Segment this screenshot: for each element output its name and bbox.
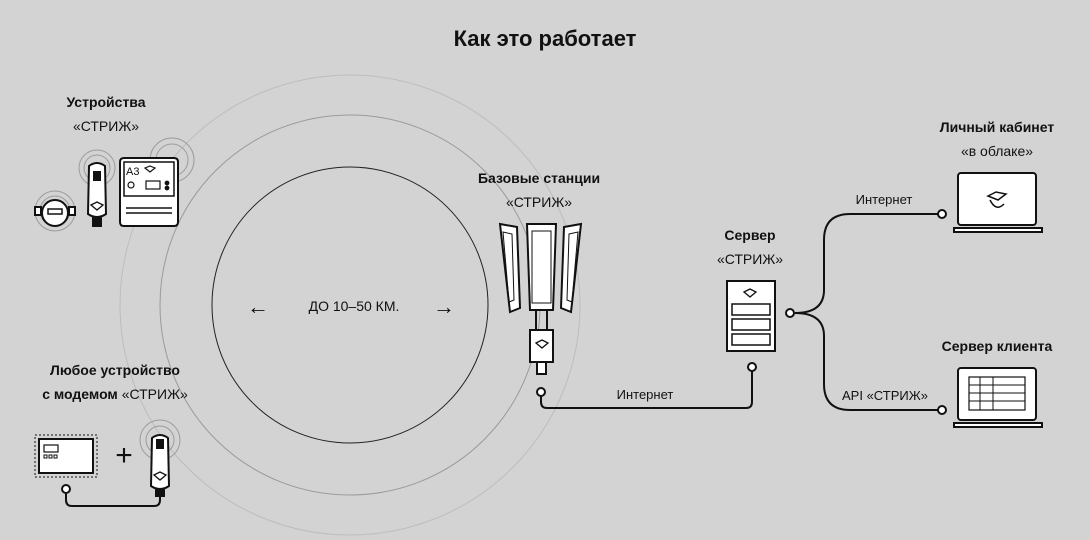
electric-meter-icon: [119, 137, 195, 227]
devices-subtitle: «СТРИЖ»: [72, 118, 140, 134]
page-title: Как это работает: [453, 26, 637, 51]
server-title: Сервер: [724, 227, 776, 243]
sensor-device-icon: [78, 149, 116, 227]
devices-title: Устройства: [66, 94, 146, 110]
modem-connection-line: [65, 489, 161, 507]
modem-icon: [139, 419, 181, 497]
internet-label-1: Интернет: [616, 387, 674, 402]
api-label: API «СТРИЖ»: [842, 388, 928, 403]
left-arrow-icon: ←: [247, 294, 269, 319]
right-arrow-icon: →: [433, 294, 455, 319]
modem-subtitle-brand: «СТРИЖ»: [121, 386, 188, 402]
cabinet-laptop-icon: [953, 172, 1043, 233]
base-station-icon: [498, 222, 583, 375]
client-server-title: Сервер клиента: [941, 338, 1053, 354]
internet-link-1: [540, 367, 753, 409]
meter-label: A3: [126, 166, 139, 178]
server-icon: [726, 280, 776, 352]
link-to-cabinet: [794, 213, 938, 314]
range-circles: [119, 74, 581, 536]
internet-label-2: Интернет: [855, 192, 913, 207]
link-to-client-server: [794, 312, 938, 411]
client-laptop-icon: [953, 367, 1043, 428]
plus-sign: +: [115, 439, 133, 472]
base-stations-subtitle: «СТРИЖ»: [505, 194, 573, 210]
gas-meter-icon: [34, 190, 76, 232]
cabinet-title: Личный кабинет: [939, 119, 1055, 135]
cabinet-subtitle: «в облаке»: [960, 143, 1034, 159]
distance-label: ДО 10–50 КМ.: [308, 298, 400, 314]
modem-title: Любое устройство: [50, 362, 180, 378]
base-stations-title: Базовые станции: [477, 170, 601, 186]
modem-board-icon: [34, 434, 98, 478]
modem-subtitle: с модемом «СТРИЖ»: [20, 386, 210, 402]
modem-subtitle-bold: с модемом: [42, 386, 118, 402]
server-subtitle: «СТРИЖ»: [716, 251, 784, 267]
